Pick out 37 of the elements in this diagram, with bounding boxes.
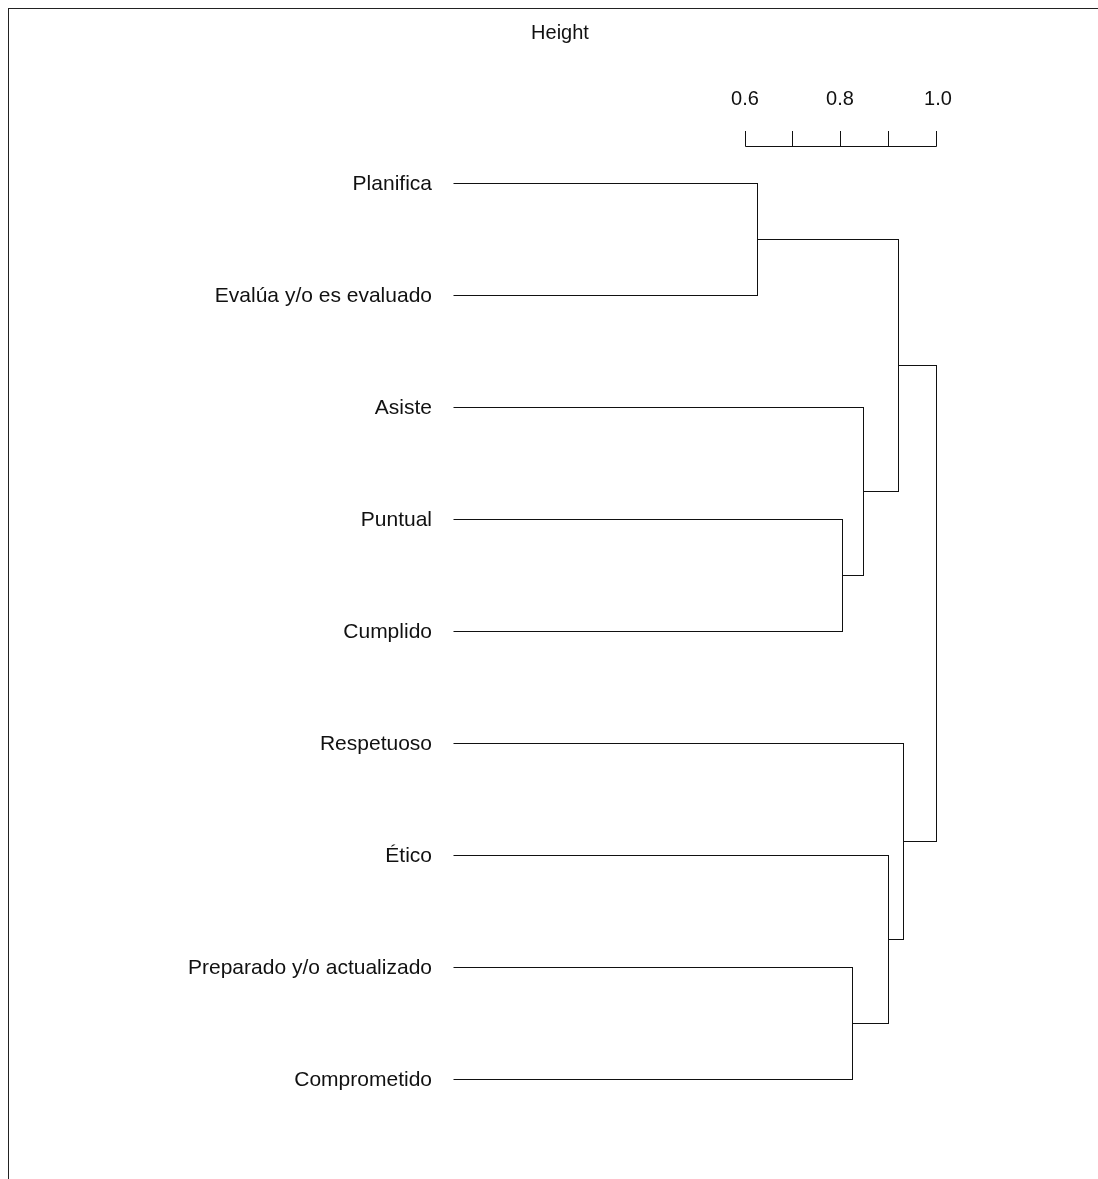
- dendrogram-link: [453, 967, 853, 968]
- leaf-label: Evalúa y/o es evaluado: [214, 283, 453, 307]
- tick-label: 0.8: [826, 86, 854, 110]
- leaf-label: Asiste: [374, 395, 453, 419]
- merge-line: [852, 967, 853, 1080]
- dendrogram-link: [757, 239, 899, 240]
- merge-line: [757, 183, 758, 296]
- dendrogram-link: [903, 841, 937, 842]
- leaf-label: Planifica: [352, 171, 453, 195]
- leaf-label: Ético: [385, 843, 453, 867]
- merge-line: [903, 743, 904, 940]
- dendrogram-link: [888, 939, 904, 940]
- leaf-label: Cumplido: [343, 619, 453, 643]
- dendrogram-link: [453, 631, 843, 632]
- merge-line: [863, 407, 864, 576]
- leaf-label: Puntual: [360, 507, 453, 531]
- dendrogram-link: [842, 575, 864, 576]
- tick-label: 1.0: [924, 86, 952, 110]
- leaf-label: Preparado y/o actualizado: [188, 955, 453, 979]
- dendrogram-link: [863, 491, 899, 492]
- dendrogram-link: [453, 855, 889, 856]
- merge-line: [936, 365, 937, 842]
- dendrogram-link: [852, 1023, 889, 1024]
- dendrogram-link: [453, 295, 758, 296]
- dendrogram-link: [453, 743, 904, 744]
- dendrogram-link: [453, 1079, 853, 1080]
- dendrogram-link: [898, 365, 937, 366]
- leaf-label: Comprometido: [294, 1067, 453, 1091]
- merge-line: [842, 519, 843, 632]
- merge-line: [898, 239, 899, 492]
- axis-title: Height: [531, 20, 589, 44]
- dendrogram-link: [453, 519, 843, 520]
- leaf-label: Respetuoso: [319, 731, 453, 755]
- dendrogram-link: [453, 183, 758, 184]
- tick-label: 0.6: [731, 86, 759, 110]
- dendrogram-link: [453, 407, 864, 408]
- merge-line: [888, 855, 889, 1024]
